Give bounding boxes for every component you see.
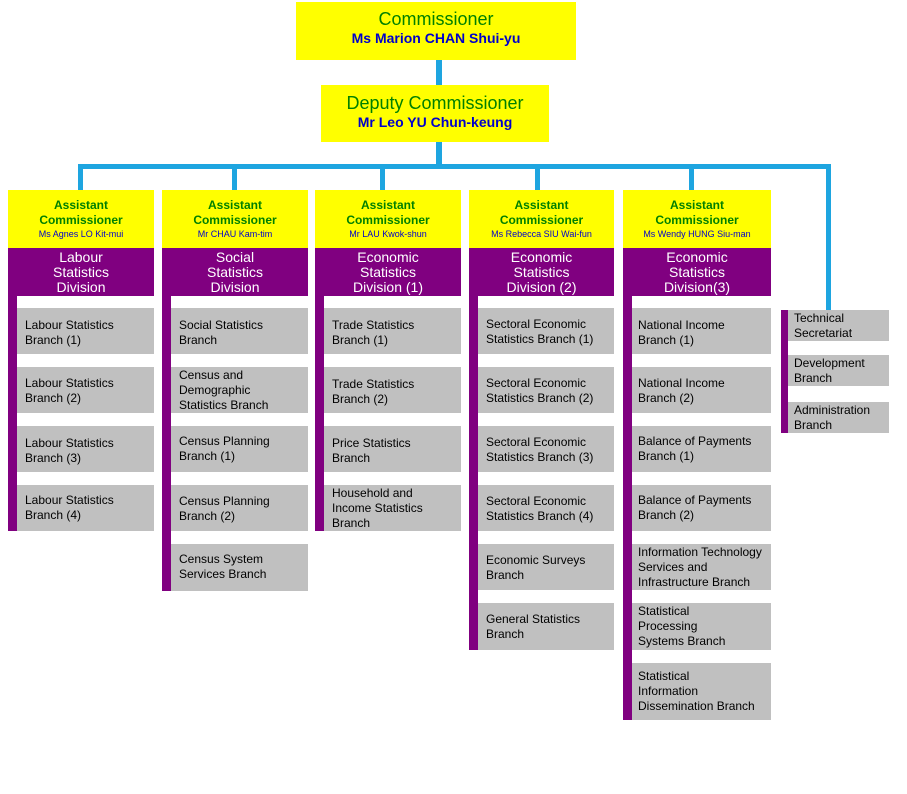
division-box: Economic Statistics Division (2) [469,248,614,296]
division-box: Economic Statistics Division(3) [623,248,771,296]
assistant-commissioner-title: Assistant Commissioner [655,198,739,227]
branch-box: Sectoral Economic Statistics Branch (2) [478,367,614,413]
branch-box: Census and Demographic Statistics Branch [171,367,308,413]
connector-col-4 [535,164,540,190]
branch-box: Census Planning Branch (1) [171,426,308,472]
commissioner-name: Ms Marion CHAN Shui-yu [351,30,521,46]
development-branch-box: Development Branch [788,355,889,386]
assistant-commissioner-title: Assistant Commissioner [39,198,123,227]
branch-box: Labour Statistics Branch (2) [17,367,154,413]
division-bar [315,296,324,531]
branch-box: Statistical Processing Systems Branch [632,603,771,650]
branch-box: Statistical Information Dissemination Br… [632,663,771,720]
division-box: Labour Statistics Division [8,248,154,296]
connector-col-3 [380,164,385,190]
administration-branch-box: Administration Branch [788,402,889,433]
branch-box: Information Technology Services and Infr… [632,544,771,590]
assistant-commissioner-box: Assistant Commissioner Ms Wendy HUNG Siu… [623,190,771,248]
connector-col-5 [689,164,694,190]
assistant-commissioner-box: Assistant Commissioner Mr CHAU Kam-tim [162,190,308,248]
branch-box: National Income Branch (1) [632,308,771,354]
branch-box: Household and Income Statistics Branch [324,485,461,531]
division-box: Economic Statistics Division (1) [315,248,461,296]
branch-box: Labour Statistics Branch (3) [17,426,154,472]
assistant-commissioner-name: Ms Rebecca SIU Wai-fun [491,229,592,239]
commissioner-box: Commissioner Ms Marion CHAN Shui-yu [296,2,576,60]
branch-box: Census Planning Branch (2) [171,485,308,531]
branch-box: Balance of Payments Branch (1) [632,426,771,472]
assistant-commissioner-title: Assistant Commissioner [346,198,430,227]
branch-box: General Statistics Branch [478,603,614,650]
assistant-commissioner-name: Mr LAU Kwok-shun [349,229,427,239]
branch-box: Social Statistics Branch [171,308,308,354]
branch-box: Trade Statistics Branch (1) [324,308,461,354]
direct-units-bar [781,310,788,433]
assistant-commissioner-title: Assistant Commissioner [499,198,584,227]
assistant-commissioner-box: Assistant Commissioner Ms Agnes LO Kit-m… [8,190,154,248]
branch-box: Sectoral Economic Statistics Branch (1) [478,308,614,354]
technical-secretariat-box: Technical Secretariat [788,310,889,341]
branch-box: Economic Surveys Branch [478,544,614,590]
commissioner-title: Commissioner [378,9,494,29]
branch-box: Labour Statistics Branch (1) [17,308,154,354]
deputy-commissioner-title: Deputy Commissioner [346,93,524,113]
branch-box: Balance of Payments Branch (2) [632,485,771,531]
assistant-commissioner-name: Ms Wendy HUNG Siu-man [643,229,751,239]
deputy-commissioner-box: Deputy Commissioner Mr Leo YU Chun-keung [321,85,549,142]
connector-col-1 [78,164,83,190]
connector-col-2 [232,164,237,190]
branch-box: National Income Branch (2) [632,367,771,413]
division-bar [623,296,632,720]
branch-box: Trade Statistics Branch (2) [324,367,461,413]
assistant-commissioner-title: Assistant Commissioner [193,198,277,227]
branch-box: Price Statistics Branch [324,426,461,472]
branch-box: Sectoral Economic Statistics Branch (4) [478,485,614,531]
branch-box: Labour Statistics Branch (4) [17,485,154,531]
assistant-commissioner-name: Ms Agnes LO Kit-mui [38,229,124,239]
connector-horizontal [78,164,831,169]
connector-deputy-down [436,142,442,166]
division-bar [8,296,17,531]
deputy-commissioner-name: Mr Leo YU Chun-keung [357,114,513,130]
division-box: Social Statistics Division [162,248,308,296]
branch-box: Census System Services Branch [171,544,308,591]
division-bar [162,296,171,591]
assistant-commissioner-box: Assistant Commissioner Mr LAU Kwok-shun [315,190,461,248]
connector-commissioner-deputy [436,60,442,85]
division-bar [469,296,478,650]
branch-box: Sectoral Economic Statistics Branch (3) [478,426,614,472]
connector-direct-units [826,164,831,310]
assistant-commissioner-name: Mr CHAU Kam-tim [197,229,273,239]
assistant-commissioner-box: Assistant Commissioner Ms Rebecca SIU Wa… [469,190,614,248]
